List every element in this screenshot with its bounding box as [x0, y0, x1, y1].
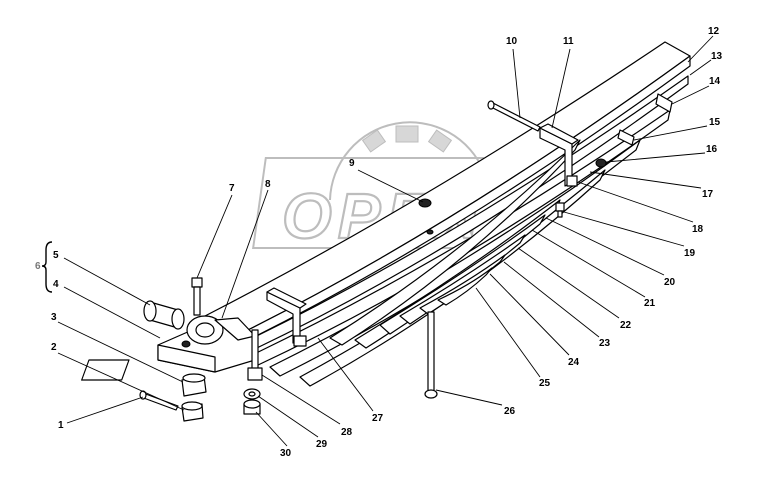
bolt-19 [555, 202, 565, 218]
bolt-26 [424, 311, 438, 399]
callout-12: 12 [708, 26, 720, 37]
callout-4: 4 [53, 279, 59, 290]
leader-lines [57, 35, 714, 447]
group-brace [41, 241, 53, 293]
nut-30 [243, 399, 261, 415]
callout-10: 10 [506, 36, 518, 47]
castle-nut [181, 401, 204, 422]
callout-27: 27 [372, 413, 384, 424]
callout-25: 25 [539, 378, 551, 389]
callout-13: 13 [711, 51, 723, 62]
callout-14: 14 [709, 76, 721, 87]
gear-icon [329, 121, 485, 201]
cotter-pin [139, 390, 179, 411]
bolt-7 [191, 277, 203, 316]
rear-end-clip [617, 93, 673, 146]
callout-5: 5 [53, 250, 59, 261]
leaf-spring [204, 41, 691, 387]
bushing-5 [143, 300, 185, 330]
callout-18: 18 [692, 224, 704, 235]
callout-28: 28 [341, 427, 353, 438]
callout-11: 11 [563, 36, 574, 47]
callout-16: 16 [706, 144, 718, 155]
callout-22: 22 [620, 320, 632, 331]
nut-3 [181, 373, 207, 397]
clamp-right [539, 123, 579, 187]
nut-16 [595, 158, 607, 168]
callout-9: 9 [349, 158, 355, 169]
callout-2: 2 [51, 342, 57, 353]
callout-24: 24 [568, 357, 580, 368]
callout-15: 15 [709, 117, 721, 128]
clamp-left [266, 287, 307, 347]
callout-8: 8 [265, 179, 271, 190]
callout-19: 19 [684, 248, 696, 259]
bolt-10 [487, 100, 541, 132]
group-label: 6 [35, 261, 41, 272]
callout-1: 1 [58, 420, 64, 431]
callout-20: 20 [664, 277, 676, 288]
callout-23: 23 [599, 338, 611, 349]
callout-29: 29 [316, 439, 328, 450]
front-bracket [81, 315, 259, 381]
callout-21: 21 [644, 298, 656, 309]
washer-29 [243, 388, 261, 400]
callout-7: 7 [229, 183, 235, 194]
callout-3: 3 [51, 312, 57, 323]
callout-labels: 1 2 3 4 5 7 8 9 10 11 12 13 14 15 16 17 … [51, 26, 723, 459]
callout-30: 30 [280, 448, 292, 459]
callout-17: 17 [702, 189, 714, 200]
stud-28 [247, 329, 263, 381]
callout-26: 26 [504, 406, 516, 417]
